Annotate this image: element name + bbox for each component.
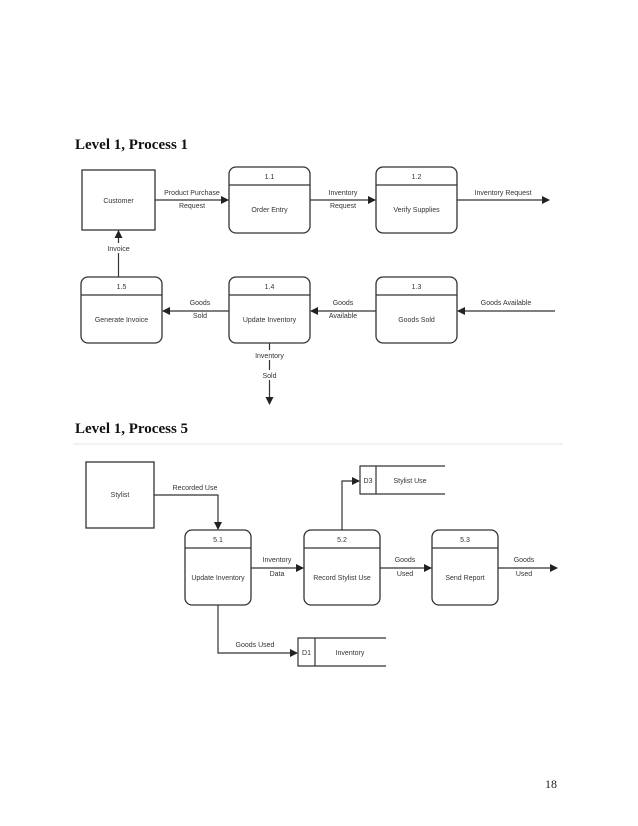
process-label: Update Inventory <box>191 575 245 582</box>
process-label: Record Stylist Use <box>313 575 371 582</box>
process-1-5[interactable]: 1.5 Generate Invoice <box>80 276 163 344</box>
section2-heading: Level 1, Process 5 <box>75 421 189 437</box>
data-store-id: D3 <box>364 478 373 485</box>
flow-label: Goods <box>395 557 416 564</box>
flow-label: Request <box>179 203 205 210</box>
process-id: 1.4 <box>265 284 275 291</box>
process-id: 1.3 <box>412 284 422 291</box>
flow-label: Goods Available <box>481 300 532 307</box>
external-entity-stylist[interactable]: Stylist <box>85 461 155 529</box>
section1-heading: Level 1, Process 1 <box>75 137 189 153</box>
process-label: Update Inventory <box>243 317 297 324</box>
flow-label: Inventory <box>329 190 358 197</box>
process-label: Goods Sold <box>398 317 435 324</box>
external-entity-customer[interactable]: Customer <box>81 169 156 231</box>
flow-label: Used <box>516 571 532 578</box>
external-entity-label: Customer <box>103 198 134 205</box>
process-label: Verify Supplies <box>393 207 440 214</box>
section2-diagram: Stylist 5.1 Update Inventory 5.2 Record … <box>85 461 558 667</box>
process-id: 5.3 <box>460 537 470 544</box>
process-id: 1.1 <box>265 174 275 181</box>
flow-label: Goods <box>333 300 354 307</box>
flow-label: Data <box>270 571 285 578</box>
flow-stylist-use <box>341 477 360 530</box>
flow-label: Inventory Request <box>475 190 532 197</box>
process-5-1[interactable]: 5.1 Update Inventory <box>184 529 252 606</box>
flow-recorded-use <box>154 494 222 530</box>
process-id: 5.2 <box>337 537 347 544</box>
process-1-2[interactable]: 1.2 Verify Supplies <box>375 166 458 234</box>
flow-label: Sold <box>262 373 276 380</box>
data-store-label: Inventory <box>336 650 365 657</box>
external-entity-label: Stylist <box>111 492 130 499</box>
process-1-4[interactable]: 1.4 Update Inventory <box>228 276 311 344</box>
flow-label: Goods Used <box>236 642 275 649</box>
flow-label: Inventory <box>263 557 292 564</box>
process-label: Generate Invoice <box>95 317 148 324</box>
flow-label: Product Purchase <box>164 190 220 197</box>
flow-label: Sold <box>193 313 207 320</box>
process-1-1[interactable]: 1.1 Order Entry <box>228 166 311 234</box>
flow-label: Invoice <box>107 246 129 253</box>
data-store-label: Stylist Use <box>393 478 426 485</box>
process-5-2[interactable]: 5.2 Record Stylist Use <box>303 529 381 606</box>
flow-label: Goods <box>514 557 535 564</box>
flow-goods-used-store <box>217 605 298 657</box>
data-store-d3[interactable]: D3 Stylist Use <box>359 465 445 495</box>
flow-label: Request <box>330 203 356 210</box>
process-id: 1.5 <box>117 284 127 291</box>
flow-label: Inventory <box>255 353 284 360</box>
process-5-3[interactable]: 5.3 Send Report <box>431 529 499 606</box>
process-label: Order Entry <box>251 207 288 214</box>
flow-label: Used <box>397 571 413 578</box>
page-number: 18 <box>545 777 557 791</box>
flow-label: Recorded Use <box>173 485 218 492</box>
process-1-3[interactable]: 1.3 Goods Sold <box>375 276 458 344</box>
process-label: Send Report <box>445 575 484 582</box>
flow-label: Goods <box>190 300 211 307</box>
section1-diagram: Customer 1.1 Order Entry 1.2 Verify Supp… <box>80 166 555 405</box>
process-id: 5.1 <box>213 537 223 544</box>
flow-label: Available <box>329 313 357 320</box>
data-store-d1[interactable]: D1 Inventory <box>297 637 386 667</box>
data-store-id: D1 <box>302 650 311 657</box>
process-id: 1.2 <box>412 174 422 181</box>
